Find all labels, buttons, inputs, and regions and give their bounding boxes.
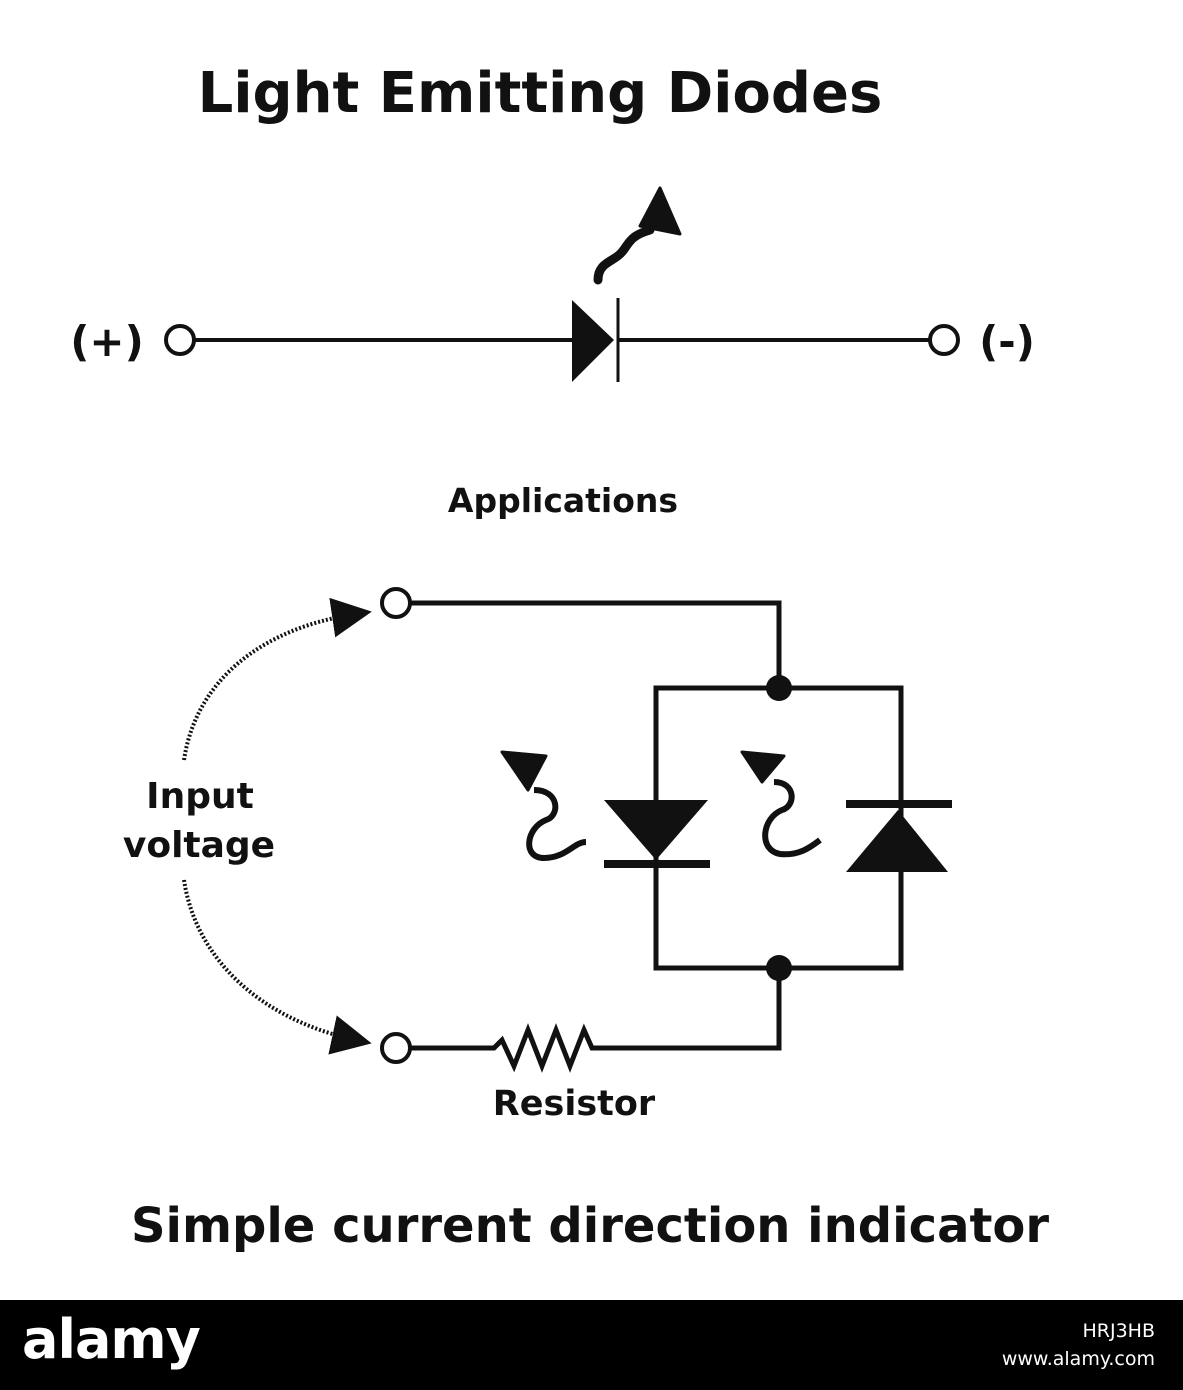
light-emission-arrowhead <box>638 186 682 236</box>
left-light-emission-icon <box>526 787 587 862</box>
diagram-caption: Simple current direction indicator <box>131 1198 1049 1254</box>
input-voltage-label-line2: voltage <box>123 825 275 866</box>
led-diagram: Light Emitting Diodes (+) (-) Applicatio… <box>70 61 1049 1254</box>
led-symbol <box>164 186 960 382</box>
parallel-branch <box>653 685 904 971</box>
input-arrow-top <box>182 597 372 761</box>
resistor-icon <box>488 1023 600 1073</box>
current-indicator-circuit <box>182 587 952 1073</box>
right-light-arrowhead <box>740 750 786 784</box>
input-voltage-label-line1: Input <box>146 776 254 817</box>
footer-url[interactable]: www.alamy.com <box>1001 1348 1155 1370</box>
image-id: HRJ3HB <box>1082 1320 1155 1342</box>
positive-terminal <box>164 324 196 356</box>
positive-label: (+) <box>70 317 144 366</box>
watermark-footer: alamy HRJ3HB www.alamy.com <box>0 1300 1183 1390</box>
bottom-wire-right <box>600 968 782 1051</box>
led-diode-triangle <box>572 300 614 382</box>
resistor-label: Resistor <box>493 1084 656 1124</box>
left-led-triangle <box>604 800 708 860</box>
right-led-triangle <box>846 810 948 872</box>
negative-label: (-) <box>979 317 1035 366</box>
page-title: Light Emitting Diodes <box>198 61 883 126</box>
applications-heading: Applications <box>448 481 678 520</box>
input-terminal-top <box>380 587 412 619</box>
input-terminal-bottom <box>380 1032 412 1064</box>
left-light-arrowhead <box>500 750 548 792</box>
junction-top <box>766 675 792 701</box>
negative-terminal <box>928 324 960 356</box>
light-emission-arrow-icon <box>593 225 655 285</box>
top-wire <box>410 600 782 688</box>
right-light-emission-icon <box>762 779 822 858</box>
input-arrow-bottom <box>182 879 372 1055</box>
alamy-logo: alamy <box>22 1308 201 1371</box>
